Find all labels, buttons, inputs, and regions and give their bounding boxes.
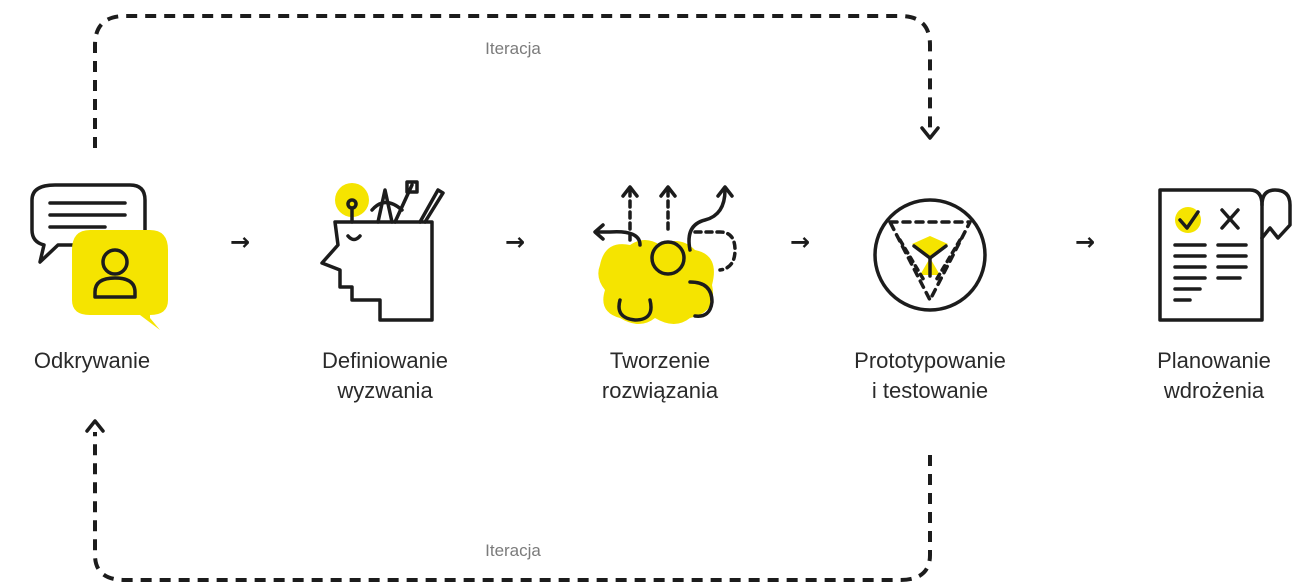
- step-label-definiowanie-line2: wyzwania: [336, 378, 433, 403]
- iteration-top-label: Iteracja: [485, 39, 541, 58]
- connector-arrow-2: →: [505, 228, 525, 256]
- step-label-tworzenie-line2: rozwiązania: [602, 378, 719, 403]
- head-tools-icon: [320, 180, 445, 322]
- connector-arrow-1: →: [230, 228, 250, 256]
- step-label-definiowanie-line1: Definiowanie: [322, 348, 448, 373]
- iteration-bottom-label: Iteracja: [485, 541, 541, 560]
- checklist-scroll-icon: [1158, 188, 1292, 322]
- step-label-planowanie-line1: Planowanie: [1157, 348, 1271, 373]
- iteration-bottom-arrowhead-icon: [85, 419, 105, 433]
- brain-arrows-icon: [593, 185, 737, 324]
- iteration-top-arrowhead-icon: [920, 126, 940, 140]
- chat-person-icon: [30, 183, 168, 330]
- connector-arrow-4: →: [1075, 228, 1095, 256]
- step-label-odkrywanie: Odkrywanie: [34, 348, 150, 373]
- step-label-planowanie-line2: wdrożenia: [1163, 378, 1265, 403]
- step-label-prototypowanie-line1: Prototypowanie: [854, 348, 1006, 373]
- step-label-prototypowanie-line2: i testowanie: [872, 378, 988, 403]
- iteration-loop-bottom: [93, 432, 932, 582]
- triangle-circle-icon: [873, 198, 987, 312]
- iteration-loop-top: [93, 14, 932, 148]
- step-label-tworzenie-line1: Tworzenie: [610, 348, 710, 373]
- connector-arrow-3: →: [790, 228, 810, 256]
